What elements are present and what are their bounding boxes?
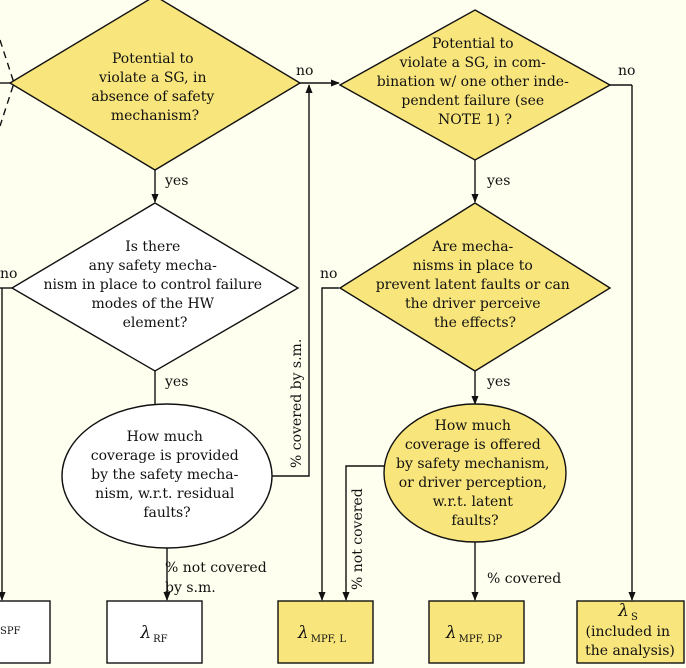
diamond-text: Are mecha- nisms in place to prevent lat…	[376, 239, 575, 331]
text-line: modes of the HW	[91, 296, 214, 312]
question-residual-coverage: How much coverage is provided by the saf…	[61, 403, 273, 549]
dashed-partial-shape	[0, 39, 15, 127]
text-line: faults?	[143, 505, 190, 521]
lambda-symbol: λ	[297, 623, 309, 643]
decision-diamond	[338, 9, 612, 161]
diamond-text: Potential to violate a SG, in absence of…	[91, 51, 218, 124]
label-yes: yes	[486, 374, 510, 390]
decision-safety-goal-combination: Potential to violate a SG, in com- binat…	[338, 9, 612, 161]
text-line: nism, w.r.t. residual	[95, 486, 235, 502]
output-spf: SPF	[0, 600, 51, 664]
edge-labels: no no no no yes yes yes yes % covered by…	[0, 63, 635, 596]
decision-diamond	[338, 202, 612, 372]
arrow-covered-sm	[272, 84, 313, 477]
label-yes: yes	[164, 374, 188, 390]
label-yes: yes	[486, 173, 510, 189]
output-subscript: SPF	[0, 626, 21, 637]
text-line: % not covered	[165, 560, 267, 576]
lambda-symbol: λ	[139, 623, 151, 643]
text-line: element?	[123, 315, 188, 331]
decision-diamond	[10, 202, 300, 372]
text-line: nisms in place to	[413, 258, 533, 274]
text-line: prevent latent faults or can	[376, 277, 570, 293]
question-ellipse	[61, 403, 273, 549]
text-line: nism in place to control failure	[43, 277, 262, 293]
text-line: violate a SG, in	[98, 70, 206, 86]
output-subscript: S	[631, 612, 638, 623]
output-subscript: RF	[153, 634, 168, 645]
label-not-covered-by-sm: % not covered by s.m.	[165, 560, 271, 596]
output-subscript: MPF, DP	[459, 634, 503, 645]
text-line: Are mecha-	[431, 239, 513, 255]
output-box	[428, 600, 525, 664]
label-yes: yes	[164, 173, 188, 189]
question-ellipse	[383, 403, 567, 543]
output-note: (included in the analysis)	[585, 624, 675, 659]
lambda-symbol: λ	[617, 601, 629, 621]
label-no: no	[618, 63, 635, 79]
arrow-d4-no	[318, 287, 339, 601]
lambda-symbol: λ	[445, 623, 457, 643]
label-no: no	[320, 266, 337, 282]
label-not-covered: % not covered	[350, 488, 366, 590]
text-line: the effects?	[434, 315, 516, 331]
text-line: w.r.t. latent	[433, 494, 514, 510]
question-latent-coverage: How much coverage is offered by safety m…	[383, 403, 567, 543]
text-line: Is there	[125, 239, 180, 255]
text-line: the analysis)	[585, 643, 675, 659]
diamond-text: Potential to violate a SG, in com- binat…	[377, 36, 574, 128]
text-line: by the safety mecha-	[91, 467, 238, 483]
text-line: violate a SG, in com-	[399, 55, 546, 71]
decision-diamond	[8, 0, 302, 171]
text-line: How much	[435, 418, 511, 434]
text-line: Potential to	[112, 51, 194, 67]
decision-latent-fault-mechanism: Are mecha- nisms in place to prevent lat…	[338, 202, 612, 372]
arrow-not-covered	[342, 465, 384, 601]
output-subscript: MPF, L	[311, 634, 347, 645]
connectors	[0, 39, 636, 601]
diamond-text: Is there any safety mecha- nism in place…	[43, 239, 266, 331]
output-box	[106, 600, 203, 664]
text-line: coverage is provided	[91, 448, 239, 464]
label-no: no	[0, 266, 17, 282]
text-line: any safety mecha-	[89, 258, 217, 274]
ellipse-text: How much coverage is offered by safety m…	[396, 418, 554, 529]
text-line: mechanism?	[111, 108, 199, 124]
label-no: no	[296, 63, 313, 79]
text-line: How much	[127, 429, 203, 445]
text-line: NOTE 1) ?	[438, 112, 512, 128]
text-line: or driver perception,	[399, 475, 547, 491]
label-covered-by-sm: % covered by s.m.	[289, 339, 305, 468]
output-box	[576, 600, 685, 664]
text-line: (included in	[586, 624, 670, 640]
decision-safety-mechanism-exists: Is there any safety mecha- nism in place…	[10, 202, 300, 372]
decision-safety-goal-no-mechanism: Potential to violate a SG, in absence of…	[8, 0, 302, 171]
text-line: faults?	[451, 513, 498, 529]
text-line: coverage is offered	[405, 437, 541, 453]
output-box	[0, 600, 51, 664]
output-box	[277, 600, 374, 664]
text-line: by s.m.	[165, 580, 216, 596]
text-line: bination w/ one other inde-	[377, 74, 569, 90]
text-line: Potential to	[432, 36, 514, 52]
text-line: by safety mechanism,	[396, 456, 549, 472]
text-line: the driver perceive	[405, 296, 541, 312]
text-line: pendent failure (see	[401, 93, 544, 109]
label-covered: % covered	[487, 571, 561, 587]
ellipse-text: How much coverage is provided by the saf…	[91, 429, 243, 521]
text-line: absence of safety	[91, 89, 214, 105]
